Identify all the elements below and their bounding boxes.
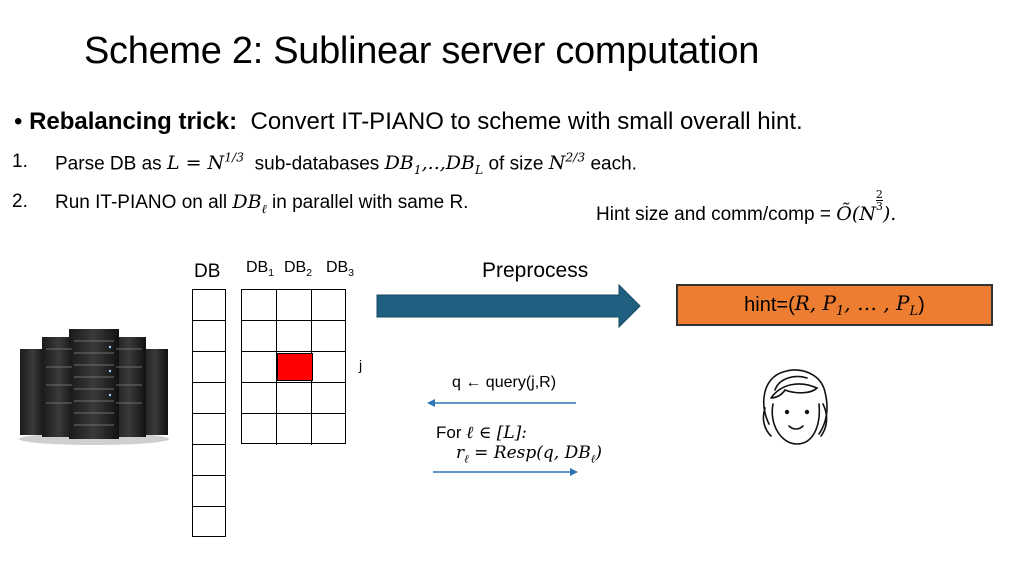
sub-db-grid (241, 289, 346, 445)
grid-cell (312, 414, 346, 445)
grid-cell (312, 352, 346, 383)
step-2-number: 2. (12, 191, 28, 212)
bullet-label: Rebalancing trick: (29, 108, 238, 135)
db1-label: DB1 (246, 259, 275, 280)
hint-box: hint=( R, P1, … , PL ) (676, 284, 993, 326)
row-j-label: j (359, 357, 363, 373)
step-2-text-a: Run IT-PIANO on all (55, 192, 228, 213)
bullet-text: Convert IT-PIANO to scheme with small ov… (250, 108, 803, 135)
step-1-text-c: of size (488, 153, 544, 175)
db-cell (193, 321, 225, 352)
db-cell (193, 445, 225, 476)
db3-label: DB3 (326, 259, 355, 280)
step-2-line: Run IT-PIANO on all DBℓ in parallel with… (55, 191, 468, 217)
db-cell (193, 507, 225, 538)
hint-box-close: ) (918, 293, 925, 316)
client-face-icon (762, 369, 828, 445)
grid-cell (277, 321, 312, 352)
preprocess-label: Preprocess (482, 259, 589, 282)
grid-cell (277, 383, 312, 414)
resp-line: rℓ = Resp(q, DBℓ) (456, 443, 602, 466)
grid-cell (312, 290, 346, 321)
bullet-dot: • (14, 108, 23, 135)
response-arrow-icon (433, 468, 578, 476)
grid-cell (242, 290, 277, 321)
hint-size-text: Hint size and comm/comp = (596, 204, 831, 225)
db2-label: DB2 (284, 259, 313, 280)
db-cell (193, 383, 225, 414)
step-1-math-l: L = N1/3 (166, 151, 245, 175)
step-1-text-a: Parse DB as (55, 153, 162, 175)
db-cell (193, 476, 225, 507)
step-2-math-db: DBℓ (232, 191, 267, 216)
db-cell (193, 290, 225, 321)
db-column (192, 289, 226, 537)
query-arrow-icon (427, 399, 576, 407)
step-1-math-n: N2/3 (548, 151, 586, 175)
step-1-line: Parse DB as L = N1/3 sub-databases DB1,.… (55, 151, 637, 177)
grid-cell (312, 383, 346, 414)
grid-cell (277, 290, 312, 321)
db-label: DB (194, 261, 221, 282)
selected-cell (277, 353, 313, 381)
grid-cell (242, 321, 277, 352)
grid-cell (242, 383, 277, 414)
for-line: For ℓ ∈ [L]: (436, 423, 527, 443)
step-1-math-db: DB1,..,DBL (384, 152, 484, 178)
grid-cell (277, 414, 312, 445)
db-cell (193, 352, 225, 383)
query-label: q ← query(j,R) (452, 374, 557, 391)
grid-cell (312, 321, 346, 352)
slide-title: Scheme 2: Sublinear server computation (84, 30, 760, 72)
hint-box-math: R, P1, … , PL (794, 291, 919, 319)
preprocess-arrow-icon (376, 284, 641, 328)
grid-cell (242, 352, 277, 383)
hint-box-prefix: hint=( (744, 293, 795, 316)
db-cell (193, 414, 225, 445)
grid-cell (242, 414, 277, 445)
bullet-line: • Rebalancing trick: Convert IT-PIANO to… (14, 108, 803, 136)
server-rack-icon (19, 329, 169, 445)
step-1-text-b: sub-databases (254, 153, 380, 175)
step-1-text-d: each. (590, 153, 637, 175)
step-2-text-b: in parallel with same R. (272, 192, 469, 213)
step-1-number: 1. (12, 151, 28, 172)
